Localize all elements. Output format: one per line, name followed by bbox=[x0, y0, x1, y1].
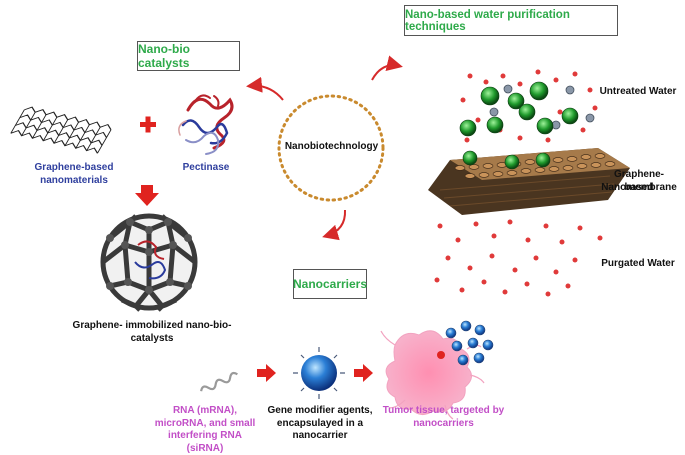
green-contaminants bbox=[459, 81, 579, 137]
rna-label-line3: interfering RNA (siRNA) bbox=[168, 430, 242, 454]
untreated-water-label: Untreated Water bbox=[599, 86, 677, 97]
tumor-label-line1: Tumor tissue, targeted by bbox=[382, 405, 505, 416]
water-molecules-bottom bbox=[434, 219, 603, 297]
nanomembrane-label-line1: Graphene-based bbox=[613, 169, 664, 193]
down-arrow-icon bbox=[135, 185, 159, 206]
water-molecules-top bbox=[460, 69, 598, 143]
rna-strand-icon bbox=[200, 371, 238, 392]
arrow-to-carriers bbox=[322, 209, 347, 241]
water-purification-box: Nano-based water purification techniques bbox=[404, 5, 618, 36]
tumor-tissue-icon bbox=[380, 330, 485, 420]
purgated-water-label: Purgated Water bbox=[601, 258, 675, 269]
gene-label-line1: Gene modifier agents, bbox=[267, 405, 373, 416]
nanomembrane-label-line2: Nanomembrane bbox=[601, 182, 677, 193]
arrow-rna-to-carrier bbox=[257, 364, 276, 382]
rna-label-line2: microRNA, and small bbox=[154, 417, 256, 429]
tumor-label-line2: nanocarriers bbox=[413, 417, 474, 429]
pectinase-label: Pectinase bbox=[182, 162, 230, 173]
gene-label-line3: nanocarrier bbox=[292, 430, 348, 441]
graphene-label: Graphene-based nanomaterials bbox=[34, 162, 114, 186]
targeting-nanoparticles bbox=[445, 320, 494, 366]
nanocarriers-box: Nanocarriers bbox=[293, 269, 367, 299]
nanobiotechnology-circle bbox=[277, 94, 385, 202]
pectinase-protein-icon bbox=[178, 94, 234, 155]
arrow-to-catalysts bbox=[246, 76, 284, 101]
arrow-carrier-to-tumor bbox=[354, 364, 373, 382]
gene-modifier-label: Gene modifier agents, encapsulayed in a … bbox=[265, 405, 375, 443]
nanocarrier-sphere-icon bbox=[293, 347, 345, 399]
rna-label: RNA (mRNA), microRNA, and small interfer… bbox=[150, 405, 260, 455]
fullerene-cage-icon bbox=[100, 213, 198, 312]
tumor-label: Tumor tissue, targeted by nanocarriers bbox=[381, 405, 506, 430]
arrow-to-water bbox=[371, 55, 403, 81]
rna-label-line1: RNA (mRNA), bbox=[172, 405, 238, 416]
center-label: Nanobiotechnology bbox=[284, 141, 379, 152]
plus-icon bbox=[140, 116, 156, 133]
graphene-sheet-icon bbox=[10, 106, 112, 154]
nano-bio-catalysts-box: Nano-bio catalysts bbox=[137, 41, 240, 71]
immobilized-catalysts-label: Graphene- immobilized nano-bio-catalysts bbox=[72, 320, 232, 344]
graphene-nanomembrane bbox=[428, 148, 630, 215]
gene-label-line2: encapsulayed in a bbox=[276, 417, 364, 429]
